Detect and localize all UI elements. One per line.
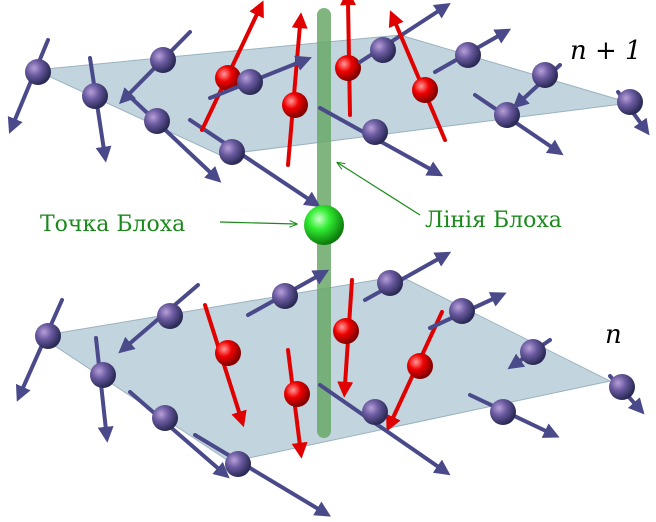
spin-blue-14: [512, 62, 562, 109]
spin-red-24: [333, 278, 359, 398]
spin-blue-15: [616, 89, 650, 136]
spin-arrow: [363, 251, 452, 302]
spin-ball: [25, 59, 51, 85]
spin-blue-0: [7, 38, 51, 134]
bloch-point-pointer: [219, 222, 296, 224]
spin-ball: [215, 340, 241, 366]
spin-arrow: [318, 383, 451, 476]
spin-blue-27: [428, 292, 507, 330]
spin-ball: [35, 323, 61, 349]
spin-blue-16: [15, 298, 64, 402]
spin-blue-30: [507, 338, 552, 370]
spin-blue-17: [90, 336, 116, 443]
spin-blue-23: [246, 269, 330, 317]
layer-top-label: n + 1: [570, 36, 642, 66]
spin-blue-29: [468, 393, 560, 438]
spin-ball: [144, 108, 170, 134]
spin-blue-7: [208, 55, 312, 100]
spin-red-22: [284, 348, 310, 459]
spin-red-10: [388, 10, 447, 142]
spin-ball: [333, 318, 359, 344]
spin-arrow: [188, 118, 321, 208]
spin-blue-12: [318, 106, 444, 177]
spin-red-26: [386, 310, 444, 432]
bloch-line-label: Лінія Блоха: [425, 208, 562, 233]
spin-red-6: [282, 12, 308, 167]
spin-blue-28: [318, 383, 451, 476]
spin-ball: [617, 89, 643, 115]
spin-ball: [362, 119, 388, 145]
bloch-point-label: Точка Блоха: [40, 212, 185, 237]
spin-ball: [520, 339, 546, 365]
spin-ball: [282, 92, 308, 118]
spin-blue-4: [188, 118, 321, 208]
bloch-point-sphere: [304, 205, 344, 245]
spin-ball: [272, 283, 298, 309]
spin-blue-11: [433, 28, 512, 74]
spin-blue-20: [193, 433, 331, 517]
spin-blue-3: [123, 90, 222, 183]
spin-arrow: [123, 90, 222, 183]
spin-ball: [407, 353, 433, 379]
spin-arrow: [128, 390, 230, 479]
spin-ball: [219, 139, 245, 165]
spin-arrows: [7, 0, 650, 517]
spin-ball: [157, 303, 183, 329]
spin-blue-19: [128, 390, 230, 479]
layer-n1-plane: [33, 34, 631, 156]
spin-ball: [377, 270, 403, 296]
spin-ball: [494, 102, 520, 128]
spin-ball: [237, 69, 263, 95]
spin-ball: [335, 55, 361, 81]
bloch-line-pointer: [338, 163, 421, 216]
spin-ball: [215, 65, 241, 91]
spin-blue-1: [82, 56, 112, 163]
spin-ball: [455, 42, 481, 68]
spin-ball: [150, 47, 176, 73]
spin-ball: [449, 298, 475, 324]
spin-ball: [362, 399, 388, 425]
spin-blue-25: [363, 251, 452, 302]
spin-ball: [532, 62, 558, 88]
spin-red-8: [335, 0, 361, 117]
spin-red-5: [200, 0, 264, 132]
spin-arrow: [193, 433, 331, 517]
spin-ball: [90, 362, 116, 388]
spin-ball: [82, 83, 108, 109]
spin-ball: [152, 405, 178, 431]
spin-ball: [412, 77, 438, 103]
spin-red-21: [203, 303, 247, 428]
spin-blue-2: [119, 30, 192, 105]
spin-blue-18: [118, 283, 200, 354]
spin-blue-31: [608, 374, 645, 415]
spin-ball: [225, 451, 251, 477]
spin-ball: [609, 374, 635, 400]
layer-bottom-label: n: [605, 320, 622, 350]
spin-ball: [370, 37, 396, 63]
spin-ball: [490, 399, 516, 425]
spin-ball: [284, 381, 310, 407]
